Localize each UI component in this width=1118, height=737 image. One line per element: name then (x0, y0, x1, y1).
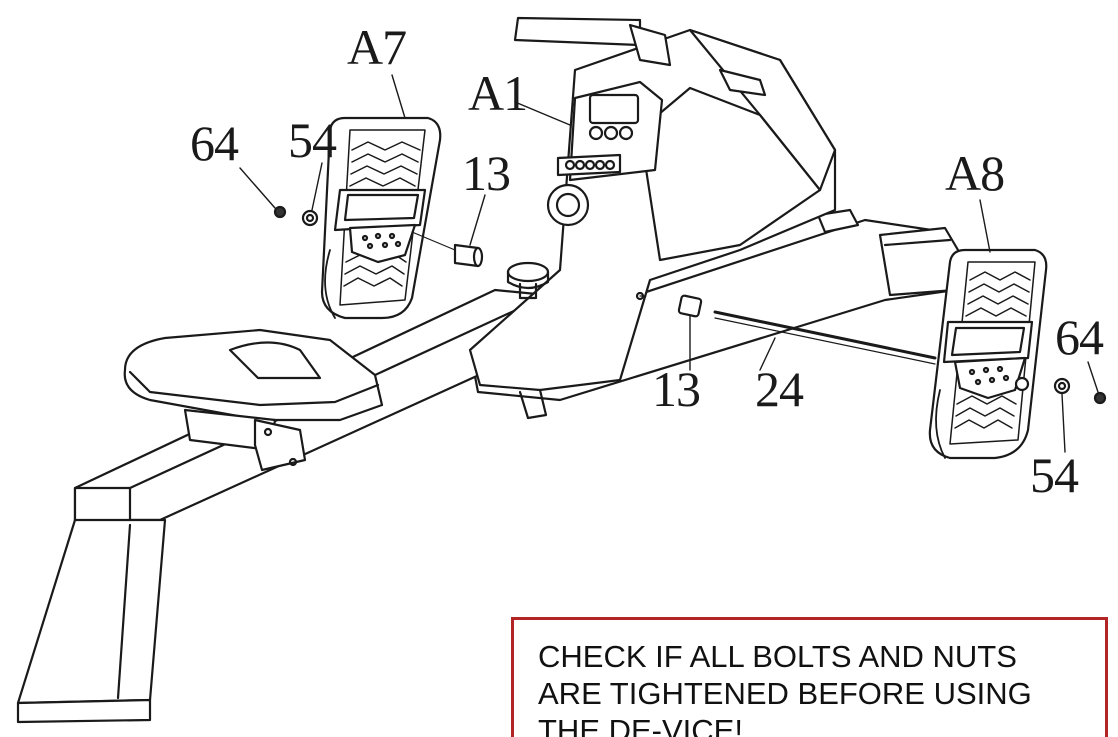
seat (123, 328, 384, 472)
callout-part-24: 24 (755, 361, 804, 417)
rear-support-leg (16, 518, 167, 724)
callout-leaders (239, 74, 1099, 453)
callout-a7: A7 (347, 19, 407, 75)
callout-a8: A8 (945, 145, 1005, 201)
callout-part-54-right: 54 (1030, 447, 1079, 503)
left-foot-pedal (320, 116, 442, 320)
callout-a1: A1 (468, 65, 528, 121)
monitor-console (546, 80, 664, 227)
callout-part-13-top: 13 (462, 145, 511, 201)
tension-knob (506, 261, 550, 300)
safety-notice-text: CHECK IF ALL BOLTS AND NUTS ARE TIGHTENE… (538, 639, 1032, 737)
safety-notice-box: CHECK IF ALL BOLTS AND NUTS ARE TIGHTENE… (511, 617, 1108, 737)
flywheel-housing (468, 16, 837, 420)
pedal-axle-and-hardware (273, 205, 1107, 405)
callout-part-54-left: 54 (288, 112, 337, 168)
callout-part-13-bottom: 13 (652, 361, 701, 417)
callout-part-64-left: 64 (190, 115, 239, 171)
callout-part-64-right: 64 (1055, 309, 1104, 365)
right-foot-pedal (928, 248, 1048, 460)
